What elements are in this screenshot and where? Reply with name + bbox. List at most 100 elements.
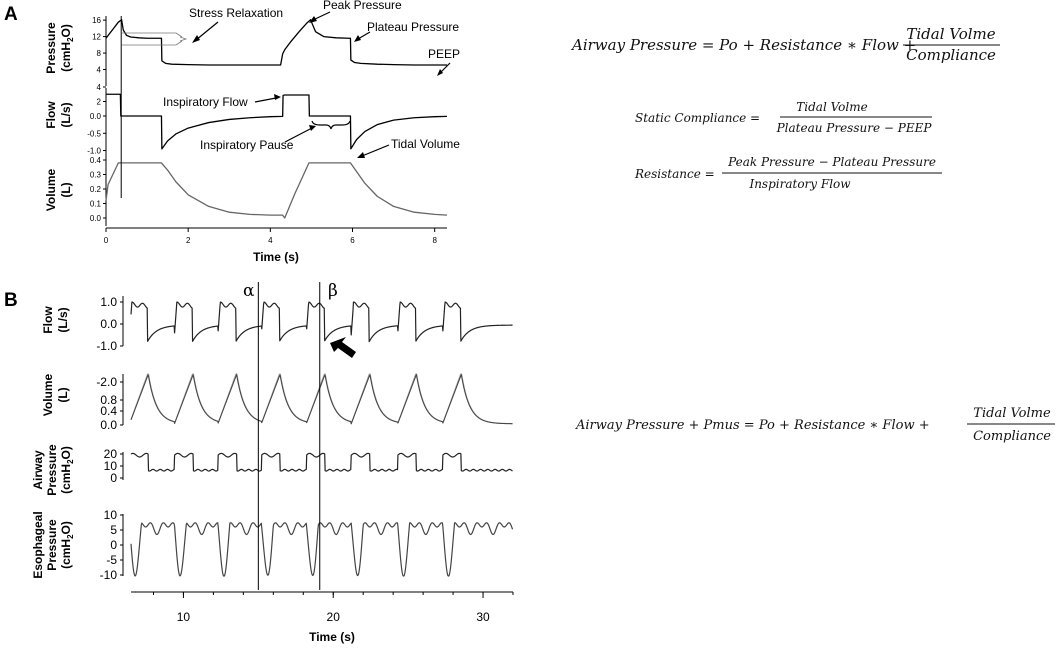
panel-a-ytick-label-2-2: 0.2 [90,185,102,194]
panel-b-ytick-label-0-0: 1.0 [100,295,117,309]
arrow-stress-relaxation [195,21,219,41]
eq2-lhs: Static Compliance = [635,111,760,125]
panel-b-ytick-label-1-1: 0.8 [100,393,117,407]
panel-b-ytick-label-0-1: 0.0 [100,317,117,331]
arrow-peak-pressure [312,11,331,21]
panel-a-xtick-label-1: 2 [186,236,191,245]
panel-a-ytick-label-0-0: 16 [92,16,101,25]
panel-a-trace-1 [106,93,448,150]
annotation-inspiratory-flow: Inspiratory Flow [163,95,248,109]
panel-a-ytick-label-2-0: 0.4 [90,156,102,165]
panel-a-xtick-label-0: 0 [104,236,109,245]
panel-b-traces [130,282,514,590]
panel-a-annotations: Stress Relaxation Peak Pressure Plateau … [122,0,460,158]
panel-a-ytick-label-1-3: -0.5 [87,129,101,138]
panel-a-ytick-label-2-3: 0.1 [90,200,102,209]
equation-static-compliance: Static Compliance = Tidal Volme Plateau … [635,100,932,135]
panel-b-letter: B [4,290,18,311]
eq4-numerator: Tidal Volme [973,406,1051,421]
eq2-numerator: Tidal Volme [796,100,867,114]
panel-a-xtick-label-3: 6 [350,236,355,245]
panel-b-trace-volume-2 [130,374,513,425]
ylabel-b-volume: Volume [41,373,55,416]
arrow-inspiratory-flow [254,97,277,103]
panel-b-ytick-label-3-2: 0 [110,538,117,552]
panel-a-ytick-label-0-3: 4 [97,66,102,75]
arrow-inspiratory-pause [284,127,313,143]
annotation-peep: PEEP [428,47,460,61]
arrowhead-peak-pressure [309,16,317,23]
ylabel-b-esophageal: Esophageal [31,511,45,578]
panel-b-trace-3 [130,522,514,577]
eq1-numerator: Tidal Volme [906,25,995,43]
equation-airway-pressure: Airway Pressure = Po + Resistance ∗ Flow… [570,25,1000,64]
panel-b-ytick-label-3-4: -10 [100,568,118,582]
panel-b-ytick-label-1-0: -2.0 [96,375,117,389]
ylabel-flow-unit: (L/s) [59,102,73,127]
ylabel-b-flow: Flow [41,306,55,334]
panel-b-xtick-label-1: 20 [327,610,341,624]
ylabel-b-esophageal-unit: (cmH2O) [59,521,75,569]
equation-airway-pressure-pmus: Airway Pressure + Pmus = Po + Resistance… [575,406,1055,444]
panel-a-trace-0 [105,19,447,66]
marker-alpha: α [243,281,255,301]
ylabel-b-airway: Airway [31,450,45,490]
annotation-tidal-volume: Tidal Volume [391,137,460,151]
panel-b-ytick-label-2-0: 20 [104,447,118,461]
arrowhead-inspiratory-pause [309,125,316,131]
eq1-denominator: Compliance [906,46,996,64]
arrow-plateau-pressure [357,31,371,40]
ylabel-pressure-unit: (cmH2O) [59,24,75,72]
ylabel-b-airway-pressure: Pressure [45,444,59,496]
panel-b-trace-1 [130,373,513,425]
bracket-stress-relaxation [122,32,188,46]
eq4-denominator: Compliance [973,429,1051,444]
equation-resistance: Resistance = Peak Pressure − Plateau Pre… [634,155,942,191]
panel-b-trace-0 [130,301,513,343]
ylabel-volume-unit: (L) [59,182,73,197]
panel-a-ytick-label-2-1: 0.3 [90,171,102,180]
panel-a-ytick-label-1-4: -1.0 [87,147,101,156]
panel-a-traces [105,16,448,219]
panel-a-ytick-label-1-2: 0.0 [90,112,102,121]
panel-a-ytick-label-1-1: 2 [97,98,102,107]
panel-b-ytick-label-0-2: -1.0 [96,339,117,353]
panel-b-xtick-label-0: 10 [177,610,191,624]
arrowhead-inspiratory-flow [274,94,281,100]
ylabel-b-flow-unit: (L/s) [56,307,70,332]
ylabel-b-airway-unit: (cmH2O) [59,446,75,494]
panel-b-ytick-label-3-1: 5 [110,523,117,537]
annotation-stress-relaxation: Stress Relaxation [189,6,283,20]
brace-inspiratory-pause [311,120,351,130]
arrowhead-stress-relaxation [192,35,200,43]
arrow-b-flow-asynchrony [330,337,356,358]
eq3-numerator: Peak Pressure − Plateau Pressure [727,155,936,169]
eq3-denominator: Inspiratory Flow [748,177,851,191]
panel-b-ytick-label-1-3: 0.0 [100,418,117,432]
panel-a-ylabel-pressure: Pressure (cmH2O) [44,22,75,74]
panel-b-ytick-label-1-2: 0.4 [100,404,117,418]
arrow-tidal-volume [361,144,390,157]
panel-b-trace-2 [130,452,513,472]
ylabel-flow: Flow [44,101,58,129]
arrowhead-peep [437,69,443,76]
ylabel-volume: Volume [44,168,58,211]
eq1-lhs: Airway Pressure = Po + Resistance ∗ Flow… [570,36,916,54]
panel-a-trace-2 [105,162,448,219]
ylabel-b-volume-unit: (L) [56,387,70,402]
eq4-lhs: Airway Pressure + Pmus = Po + Resistance… [575,418,930,433]
eq2-denominator: Plateau Pressure − PEEP [776,121,933,135]
annotation-inspiratory-pause: Inspiratory Pause [200,138,294,152]
panel-a-ytick-label-2-4: 0.0 [90,214,102,223]
panel-a-xtick-label-2: 4 [268,236,273,245]
panel-a-ytick-label-1-0: 4 [97,83,102,92]
ylabel-b-esophageal-pressure: Pressure [45,519,59,571]
marker-beta: β [328,281,338,301]
panel-b-ytick-label-3-0: 10 [104,508,118,522]
annotation-peak-pressure: Peak Pressure [323,0,402,12]
ylabel-pressure: Pressure [44,22,58,74]
annotation-plateau-pressure: Plateau Pressure [367,20,459,34]
